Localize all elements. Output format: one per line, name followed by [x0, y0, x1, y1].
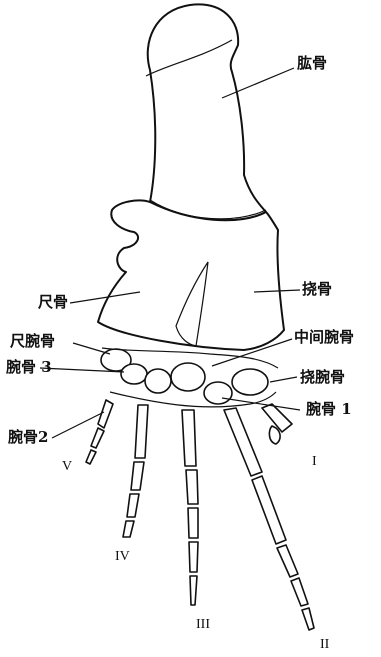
ulna-label: 尺骨 [38, 295, 68, 310]
carpal-bones [101, 348, 278, 407]
digit-iii-bones [182, 410, 198, 605]
carpal3-bone [121, 364, 147, 384]
carpal1-label: 腕骨 1 [306, 402, 352, 417]
digit-iv-bones [123, 405, 148, 537]
digit-ii-bones [224, 408, 314, 630]
carpal3-label: 腕骨 3 [6, 360, 52, 375]
radiale-bone [232, 369, 268, 395]
radiale-label: 挠腕骨 [300, 370, 345, 385]
digit-iii-label: III [196, 618, 210, 632]
digit-v-label: V [62, 460, 72, 474]
digit-i-bones [262, 404, 292, 444]
humerus-label: 肱骨 [297, 56, 327, 71]
ulna-radius-bone [98, 200, 284, 350]
carpal-small-bone [145, 369, 171, 393]
digit-i-label: I [312, 455, 317, 469]
carpal1-bone [204, 382, 232, 404]
digit-iv-label: IV [115, 550, 130, 564]
digit-v-bones [86, 400, 113, 464]
humerus-bone [146, 4, 266, 220]
intermedium-bone [171, 363, 205, 391]
intermedium-label: 中间腕骨 [294, 330, 354, 345]
ulnare-label: 尺腕骨 [10, 334, 55, 349]
digit-ii-label: II [320, 638, 329, 652]
carpal2-label: 腕骨2 [8, 430, 48, 445]
radius-label: 挠骨 [302, 282, 332, 297]
